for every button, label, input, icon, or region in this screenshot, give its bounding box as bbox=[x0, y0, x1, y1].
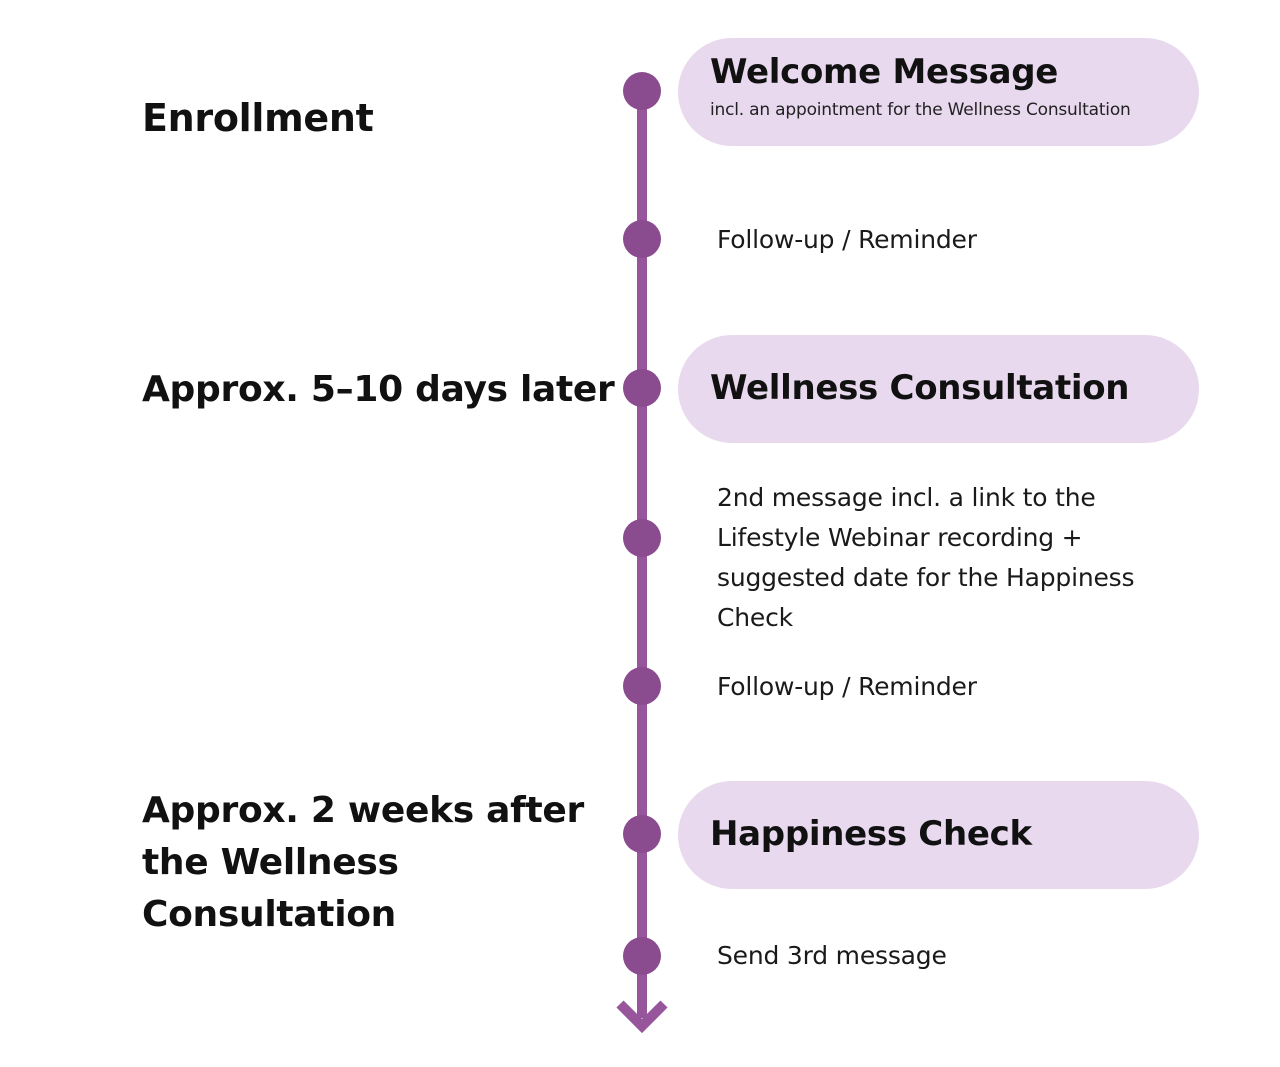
timeline-node-second-message bbox=[623, 519, 661, 557]
milestone-welcome-message: Welcome Message incl. an appointment for… bbox=[678, 38, 1199, 146]
timeline-node-wellness bbox=[623, 369, 661, 407]
timeline-node-happiness bbox=[623, 815, 661, 853]
milestone-wellness-consultation: Wellness Consultation bbox=[678, 335, 1199, 443]
timeline-node-third-message bbox=[623, 937, 661, 975]
timeline-node-followup-1 bbox=[623, 220, 661, 258]
step-third-message: Send 3rd message bbox=[717, 941, 947, 970]
phase-label-2-weeks: Approx. 2 weeks after the Wellness Consu… bbox=[142, 790, 584, 935]
milestone-title: Wellness Consultation bbox=[710, 368, 1130, 408]
milestone-subtitle: incl. an appointment for the Wellness Co… bbox=[710, 100, 1131, 120]
phase-label-5-10-days: Approx. 5–10 days later bbox=[142, 369, 615, 410]
step-followup-reminder-2: Follow-up / Reminder bbox=[717, 672, 977, 701]
milestone-title: Happiness Check bbox=[710, 814, 1032, 854]
milestone-happiness-check: Happiness Check bbox=[678, 781, 1199, 889]
timeline-node-welcome bbox=[623, 72, 661, 110]
step-second-message: 2nd message incl. a link to the Lifestyl… bbox=[717, 483, 1135, 632]
timeline-node-followup-2 bbox=[623, 667, 661, 705]
phase-label-enrollment: Enrollment bbox=[142, 96, 374, 140]
step-followup-reminder-1: Follow-up / Reminder bbox=[717, 225, 977, 254]
milestone-title: Welcome Message bbox=[710, 52, 1059, 92]
arrow-down-icon bbox=[616, 1000, 668, 1034]
